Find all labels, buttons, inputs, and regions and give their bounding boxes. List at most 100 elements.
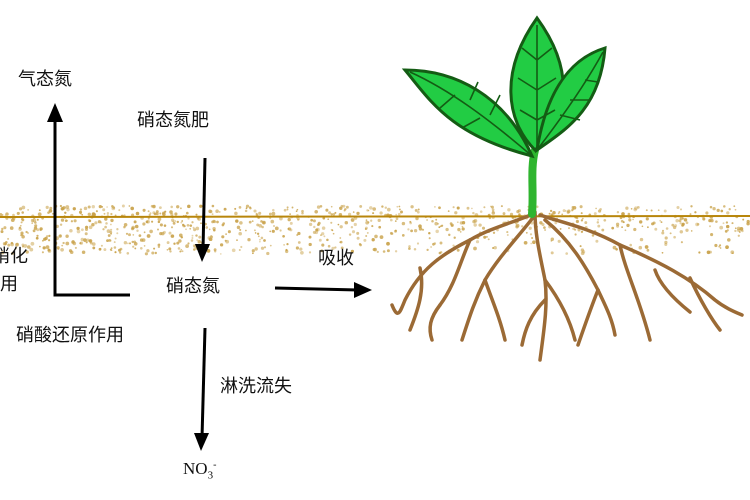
soil-speckle xyxy=(543,226,546,229)
soil-speckle xyxy=(111,205,114,208)
soil-speckle xyxy=(157,243,161,247)
soil-speckle xyxy=(626,223,630,228)
soil-speckle xyxy=(571,208,574,211)
soil-speckle xyxy=(20,221,23,224)
soil-speckle xyxy=(395,213,398,216)
soil-speckle xyxy=(254,232,257,234)
label-nitrate-ion: NO3- xyxy=(183,460,216,481)
soil-speckle xyxy=(26,245,31,249)
soil-speckle xyxy=(312,219,316,223)
soil-speckle xyxy=(634,206,638,211)
soil-speckle xyxy=(76,226,80,231)
soil-speckle xyxy=(5,212,9,216)
label-nitrification-partial-bottom: 用 xyxy=(0,274,18,295)
soil-speckle xyxy=(114,237,117,240)
soil-speckle xyxy=(734,208,737,211)
plant-roots xyxy=(390,210,744,362)
soil-speckle xyxy=(646,248,650,252)
soil-speckle xyxy=(647,226,649,229)
label-nitrate-fertilizer: 硝态氮肥 xyxy=(137,110,209,131)
soil-speckle xyxy=(454,211,458,215)
soil-speckle xyxy=(170,226,174,229)
soil-speckle xyxy=(178,233,183,238)
soil-speckle xyxy=(430,246,432,248)
soil-speckle xyxy=(461,225,464,228)
soil-speckle xyxy=(22,245,24,248)
soil-speckle xyxy=(121,204,125,208)
soil-speckle xyxy=(330,205,333,208)
soil-speckle xyxy=(157,245,161,249)
soil-speckle xyxy=(709,205,713,209)
soil-speckle xyxy=(36,228,40,232)
soil-speckle xyxy=(528,226,532,230)
soil-speckle xyxy=(192,226,195,229)
soil-speckle xyxy=(212,219,216,223)
soil-speckle xyxy=(413,229,418,233)
soil-speckle xyxy=(208,237,213,242)
soil-speckle xyxy=(612,245,617,250)
soil-speckle xyxy=(65,241,70,246)
soil-speckle xyxy=(173,242,176,245)
soil-speckle xyxy=(332,232,335,235)
label-leaching-loss: 淋洗流失 xyxy=(220,376,292,397)
soil-speckle xyxy=(679,208,683,211)
soil-speckle xyxy=(149,229,153,234)
soil-speckle xyxy=(260,220,263,223)
soil-speckle xyxy=(239,228,242,231)
soil-speckle xyxy=(177,247,181,250)
soil-speckle xyxy=(471,207,473,210)
soil-speckle xyxy=(439,241,443,245)
soil-speckle xyxy=(279,229,282,232)
soil-speckle xyxy=(283,244,285,246)
soil-speckle xyxy=(367,221,370,224)
arrowhead-fertilizer xyxy=(195,244,210,262)
soil-speckle xyxy=(197,217,200,220)
soil-speckle xyxy=(222,222,226,225)
soil-speckle xyxy=(245,204,250,208)
soil-speckle xyxy=(625,206,629,210)
soil-speckle xyxy=(4,214,7,217)
soil-speckle xyxy=(448,233,451,237)
soil-speckle xyxy=(426,248,429,252)
soil-speckle xyxy=(234,207,237,210)
soil-speckle xyxy=(674,224,678,228)
soil-speckle xyxy=(386,207,391,212)
soil-speckle xyxy=(0,213,3,217)
soil-speckle xyxy=(36,218,39,221)
soil-speckle xyxy=(225,239,230,244)
soil-speckle xyxy=(253,229,256,232)
soil-speckle xyxy=(91,205,95,209)
soil-speckle xyxy=(62,206,66,210)
soil-speckle xyxy=(106,239,109,243)
soil-speckle xyxy=(661,251,664,254)
soil-speckle xyxy=(12,213,15,217)
soil-speckle xyxy=(472,219,476,224)
soil-speckle xyxy=(507,208,511,212)
soil-speckle xyxy=(712,207,716,211)
soil-speckle xyxy=(189,227,192,230)
soil-speckle xyxy=(76,229,81,234)
soil-speckle xyxy=(247,238,251,242)
soil-speckle xyxy=(234,211,238,216)
soil-speckle xyxy=(394,229,397,232)
soil-speckle xyxy=(659,219,662,222)
soil-speckle xyxy=(386,249,390,253)
soil-speckle xyxy=(69,229,73,233)
soil-speckle xyxy=(78,210,83,214)
soil-speckle xyxy=(21,211,24,214)
soil-speckle xyxy=(223,207,227,211)
soil-speckle xyxy=(109,248,112,251)
soil-speckle xyxy=(107,234,111,237)
soil-speckle xyxy=(438,226,441,229)
soil-speckle xyxy=(621,226,623,228)
soil-speckle xyxy=(273,225,275,227)
soil-speckle xyxy=(478,223,482,227)
soil-speckle xyxy=(559,227,562,230)
soil-speckle xyxy=(330,213,333,216)
soil-speckle xyxy=(676,205,680,210)
soil-speckle xyxy=(102,208,106,212)
soil-speckle xyxy=(129,242,131,245)
soil-speckle xyxy=(255,213,259,217)
soil-speckle xyxy=(245,229,247,232)
soil-speckle xyxy=(359,204,363,208)
